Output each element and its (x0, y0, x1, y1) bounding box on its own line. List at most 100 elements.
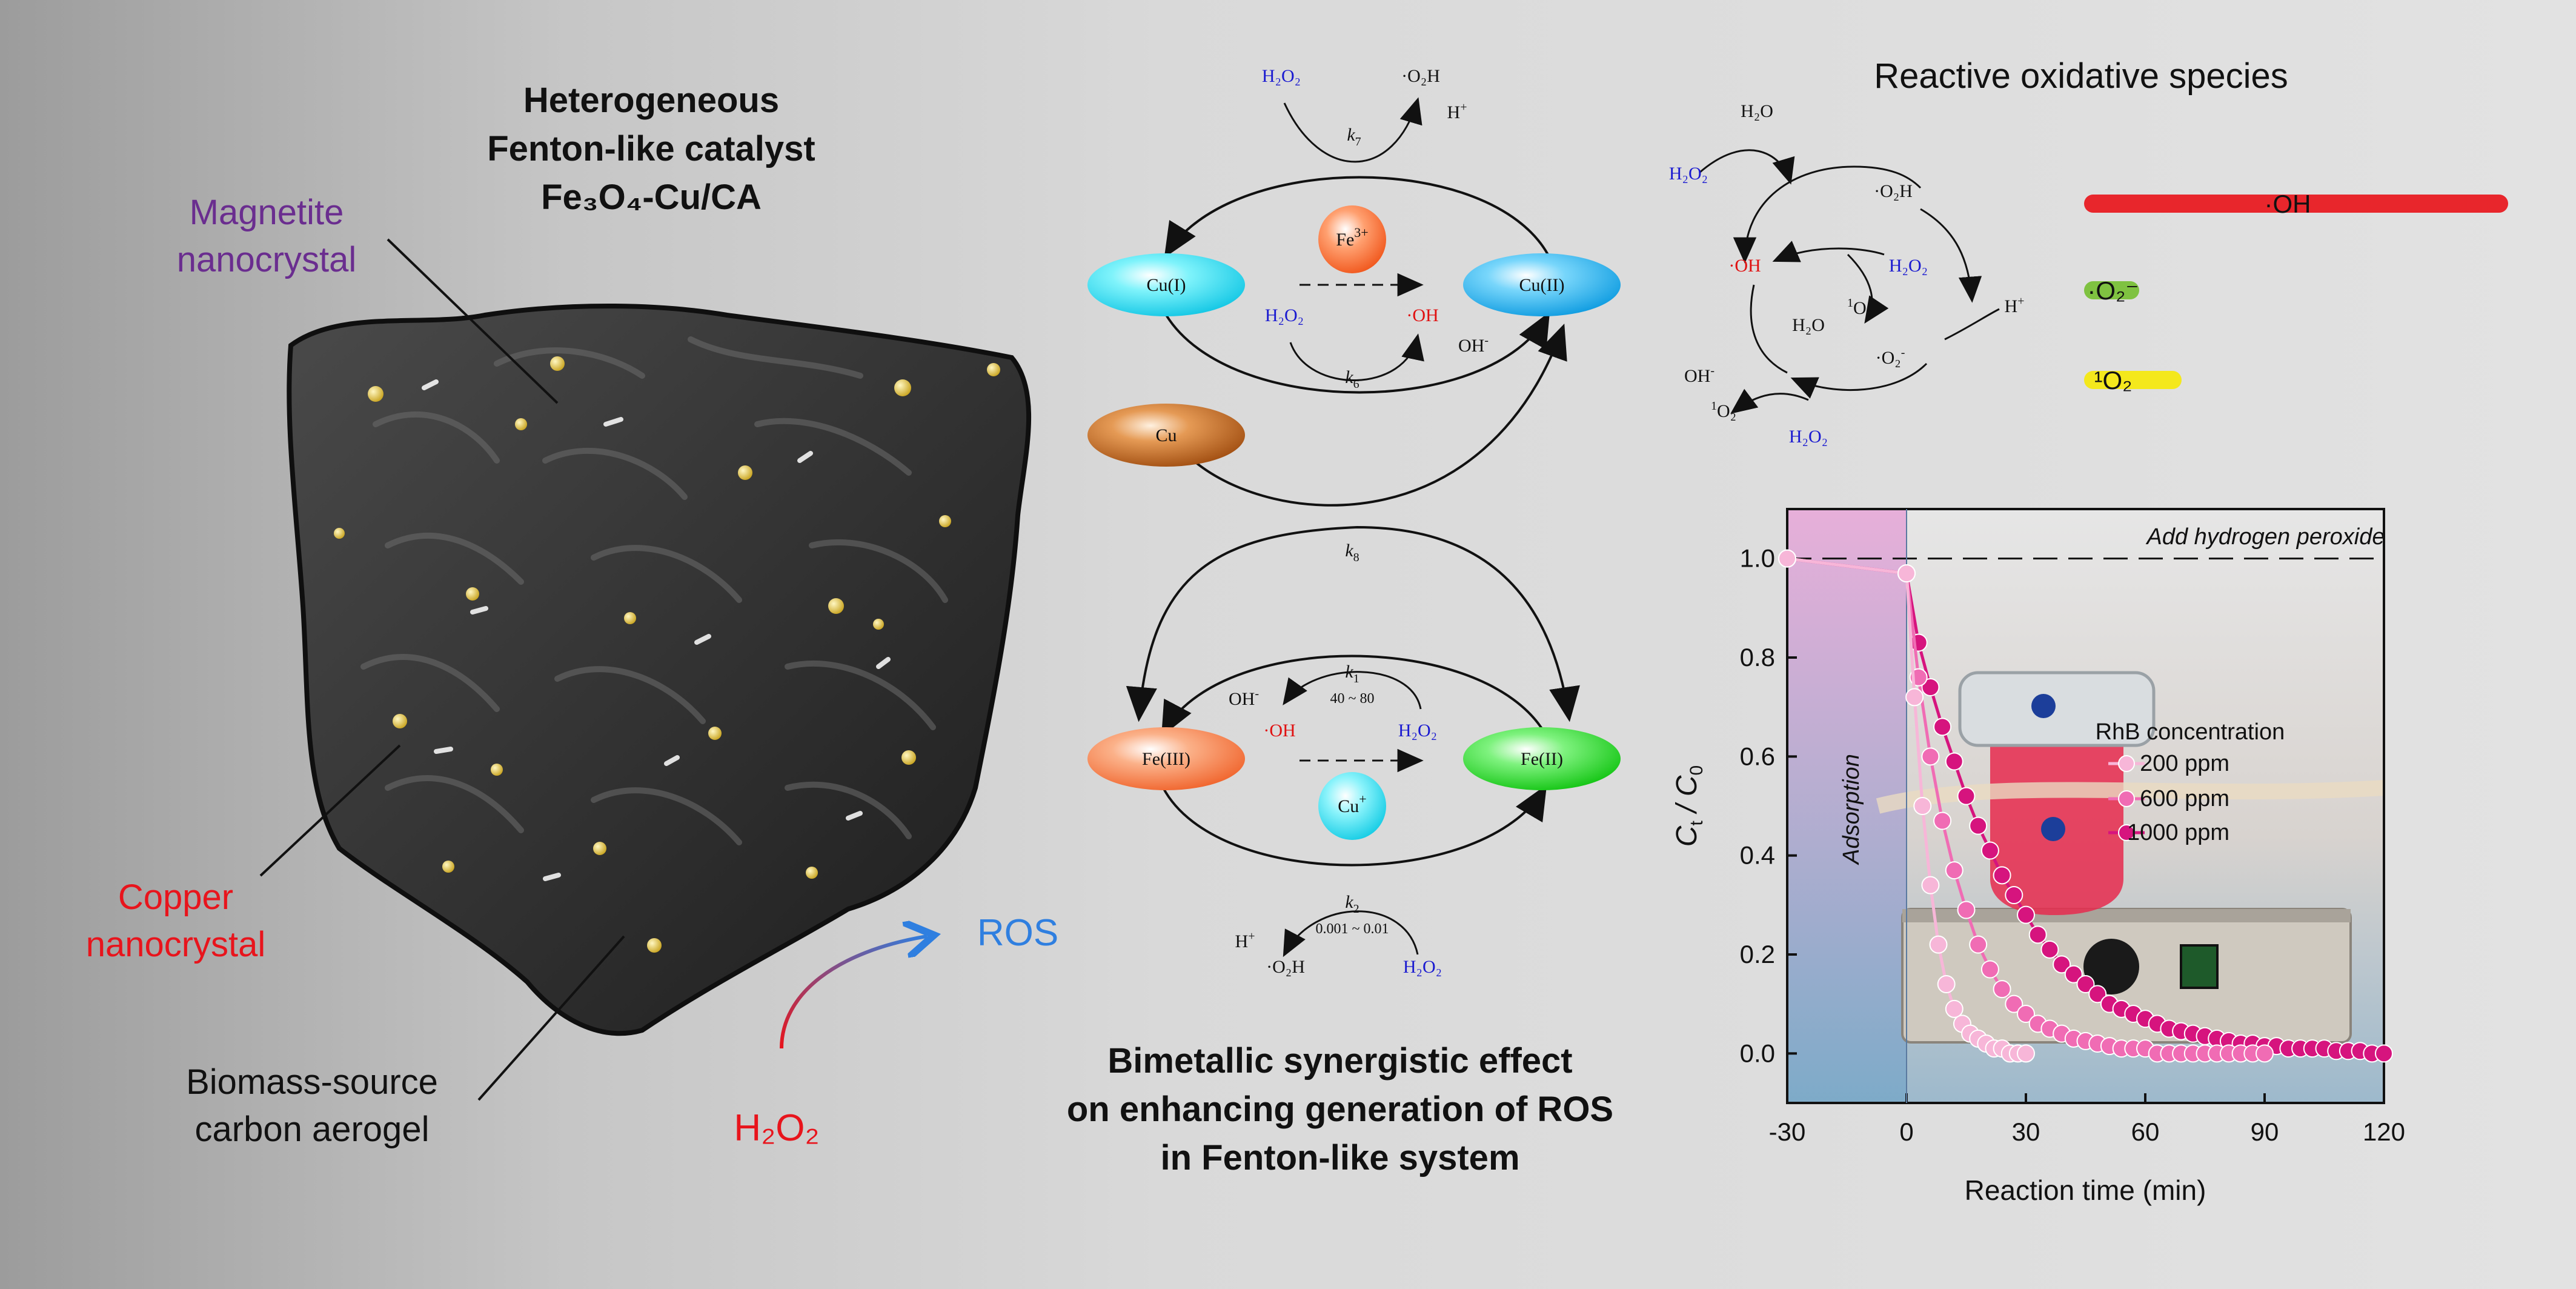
title-line-2: Fenton-like catalyst (487, 129, 815, 168)
node-cu-i (1087, 253, 1245, 316)
arc-h2o (1699, 149, 1795, 185)
node-cuplus-label: Cu+ (1338, 791, 1366, 816)
chart-legend: 200 ppm 600 ppm 1000 ppm (2108, 751, 2229, 845)
series-3-point (2076, 975, 2095, 993)
ros-bars: ·OH·O₂⁻¹O₂ (2084, 190, 2508, 395)
annotation-adsorption: Adsorption (1839, 754, 1864, 865)
species-hplus-k2: H+ (1235, 930, 1255, 951)
arc-cu-i-to-cu-ii (1165, 311, 1550, 394)
node-fe-ii (1463, 727, 1621, 790)
stirrer-switch-photo (2180, 944, 2219, 989)
series-1-point (2017, 1044, 2035, 1063)
series-2-point (1969, 935, 1988, 954)
arc-k8-crossover (1126, 525, 1580, 722)
rate-k2-range: 0.001 ~ 0.01 (1316, 921, 1389, 937)
ros-bar-2 (2084, 281, 2139, 299)
ros-superoxide: ·O₂- (1876, 346, 1905, 368)
label-copper-line-2: nanocrystal (86, 925, 266, 964)
node-cuplus (1318, 772, 1386, 840)
ros-oh: ·OH (1728, 256, 1761, 276)
series-2-point (1993, 980, 2011, 999)
node-fe3plus (1318, 205, 1386, 273)
rate-k2: k2 (1345, 892, 1359, 916)
series-2-point (2017, 1005, 2035, 1023)
label-ros: ROS (977, 912, 1058, 954)
series-3-point (1969, 816, 1988, 835)
arc-hplus (1944, 308, 2000, 341)
node-fe-ii-label: Fe(II) (1521, 749, 1563, 769)
legend-marker-3 (2118, 824, 2135, 841)
series-2-point (1933, 811, 1952, 830)
legend-label-3: 1000 ppm (2127, 820, 2229, 845)
legend-label-1: 200 ppm (2140, 751, 2229, 776)
series-2-point (2005, 994, 2023, 1013)
species-h2o2-k2: H₂O₂ (1403, 957, 1442, 977)
ros-bar-label-2: ·O₂⁻ (2087, 276, 2139, 305)
series-2-point (1980, 960, 1999, 979)
rate-k8: k8 (1345, 541, 1359, 564)
series-3-point (1980, 841, 1999, 860)
legend-marker-2 (2118, 790, 2135, 807)
node-cu-label: Cu (1155, 425, 1177, 445)
series-3-point (2053, 955, 2071, 974)
arc-h2o-singlet (1847, 253, 1889, 324)
ros-h2o2-left: H₂O₂ (1669, 164, 1708, 184)
ros-h2o2-bottom: H₂O₂ (1789, 427, 1828, 447)
arc-k2 (1283, 910, 1419, 958)
arc-oh-h2o2 (1772, 241, 1885, 262)
caption-line-2: on enhancing generation of ROS (1067, 1090, 1613, 1129)
species-o2h-k7: ·O₂H (1401, 66, 1440, 86)
node-fe3plus-label: Fe3+ (1336, 225, 1368, 250)
arc-ros-bottom (1790, 362, 1928, 399)
node-cu-ii-label: Cu(II) (1519, 275, 1565, 295)
y-tick-label-0: 0.0 (1740, 1039, 1775, 1067)
y-tick-label-1: 0.2 (1740, 940, 1775, 968)
ros-bar-label-3: ¹O₂ (2094, 366, 2133, 395)
mechanism-diagram: Cu(I) Cu(II) Cu Fe(III) Fe(II) Fe3+ Cu+ … (1087, 66, 1621, 977)
species-h2o2-k7: H₂O₂ (1262, 66, 1301, 86)
ros-bar-3 (2084, 371, 2182, 389)
y-tick-label-3: 0.6 (1740, 742, 1775, 770)
series-2-point (1921, 747, 1940, 766)
species-oh-radical-k1: ·OH (1263, 721, 1295, 741)
species-oh-radical-k6: ·OH (1406, 305, 1438, 325)
series-1-point (1778, 549, 1796, 568)
ros-h2o: H₂O (1741, 101, 1773, 121)
rate-k6: k6 (1345, 367, 1359, 391)
x-tick-label-0: -30 (1769, 1117, 1806, 1146)
series-3-point (2375, 1044, 2393, 1063)
label-magnetite-line-1: Magnetite (190, 193, 344, 232)
series-3-point (1933, 718, 1952, 736)
title-formula: Fe₃O₄-Cu/CA (541, 178, 762, 217)
ros-generation-arrow: ROS H₂O₂ (734, 912, 1058, 1149)
cube-callouts: Magnetite nanocrystal Copper nanocrystal… (86, 193, 625, 1149)
label-biomass-line-1: Biomass-source (186, 1062, 438, 1102)
label-magnetite-line-2: nanocrystal (177, 240, 357, 279)
ros-o2h: ·O₂H (1874, 181, 1913, 201)
rate-k7: k7 (1347, 125, 1361, 148)
ros-h2o-inner: H₂O (1792, 315, 1825, 335)
chart-photo-background (1787, 509, 2384, 1103)
series-1-point (1913, 797, 1932, 815)
arc-k6 (1289, 333, 1424, 382)
arc-cu-to-cu-ii (1192, 323, 1567, 507)
curved-arrow-icon (780, 936, 927, 1049)
y-tick-label-2: 0.4 (1740, 841, 1775, 870)
series-3-point (2005, 886, 2023, 904)
series-1-point (1897, 564, 1916, 583)
series-1-point (1945, 999, 1964, 1018)
y-tick-label-4: 0.8 (1740, 643, 1775, 671)
arc-cu-ii-to-cu-i (1164, 176, 1549, 258)
magnetite-leader-line (387, 238, 559, 404)
x-tick-label-4: 90 (2251, 1117, 2279, 1146)
legend-label-2: 600 ppm (2140, 786, 2229, 811)
species-oh-minus-k6: OH- (1458, 334, 1489, 356)
series-2-point (1957, 901, 1976, 919)
label-h2o2: H₂O₂ (734, 1107, 819, 1149)
chart-series (1778, 549, 2393, 1063)
x-axis-label: Reaction time (min) (1965, 1174, 2206, 1206)
